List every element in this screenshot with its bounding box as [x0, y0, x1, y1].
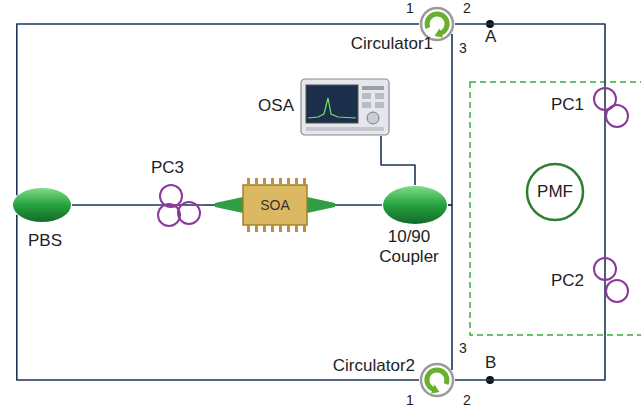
- polarization-controller-shape: [155, 182, 205, 228]
- fiber-spool: PMF: [525, 162, 585, 222]
- port-number: 1: [405, 392, 415, 408]
- pmf-section-frame: [470, 82, 641, 335]
- component-label: PBS: [28, 231, 62, 251]
- component-label: PC2: [551, 271, 584, 291]
- label-holder: SOA: [215, 177, 335, 233]
- optical-circulator: Circulator1: [419, 6, 455, 42]
- optical-circulator: Circulator2: [419, 362, 455, 398]
- component-label: PC3: [151, 158, 184, 178]
- port-number: 3: [458, 40, 468, 56]
- label-holder: PMF: [525, 162, 585, 222]
- fiber-coupler: 10/90 Coupler: [382, 185, 448, 225]
- point-label: B: [484, 354, 497, 372]
- fiber-link: [455, 24, 605, 85]
- component-label: SOA: [260, 195, 290, 215]
- polarization-controller-shape: [590, 85, 630, 130]
- fiber-link: [604, 130, 606, 255]
- port-number: 3: [458, 340, 468, 356]
- fiber-link: [455, 305, 605, 380]
- point-label: A: [484, 28, 497, 46]
- optical-circulator-shape: [419, 362, 455, 398]
- fiber-link: [448, 34, 452, 205]
- polarization-controller: PC3: [155, 182, 205, 228]
- port-number: 2: [462, 0, 472, 16]
- fiber-link: [72, 204, 155, 206]
- polarization-controller: PC2: [590, 255, 630, 305]
- fiber-link: [205, 204, 215, 206]
- port-number: 1: [405, 0, 415, 16]
- fiber-link: [335, 204, 382, 206]
- component-label: Circulator2: [333, 356, 415, 376]
- fiber-link: [448, 205, 452, 370]
- polarization-beam-splitter-shape: [12, 187, 72, 223]
- component-label: OSA: [258, 96, 294, 116]
- polarization-controller: PC1: [590, 85, 630, 130]
- optical-amplifier: SOA: [215, 177, 335, 233]
- spectrum-analyzer: OSA: [300, 78, 390, 136]
- component-label: PC1: [551, 95, 584, 115]
- fiber-link: [381, 136, 415, 185]
- spectrum-analyzer-shape: [300, 78, 390, 136]
- port-number: 2: [462, 392, 472, 408]
- component-label: 10/90 Coupler: [372, 227, 446, 267]
- component-label: Circulator1: [351, 34, 433, 54]
- fiber-link: [17, 215, 419, 380]
- polarization-controller-shape: [590, 255, 630, 305]
- polarization-beam-splitter: PBS: [12, 187, 72, 223]
- fiber-coupler-shape: [382, 185, 448, 225]
- component-label: PMF: [537, 182, 573, 202]
